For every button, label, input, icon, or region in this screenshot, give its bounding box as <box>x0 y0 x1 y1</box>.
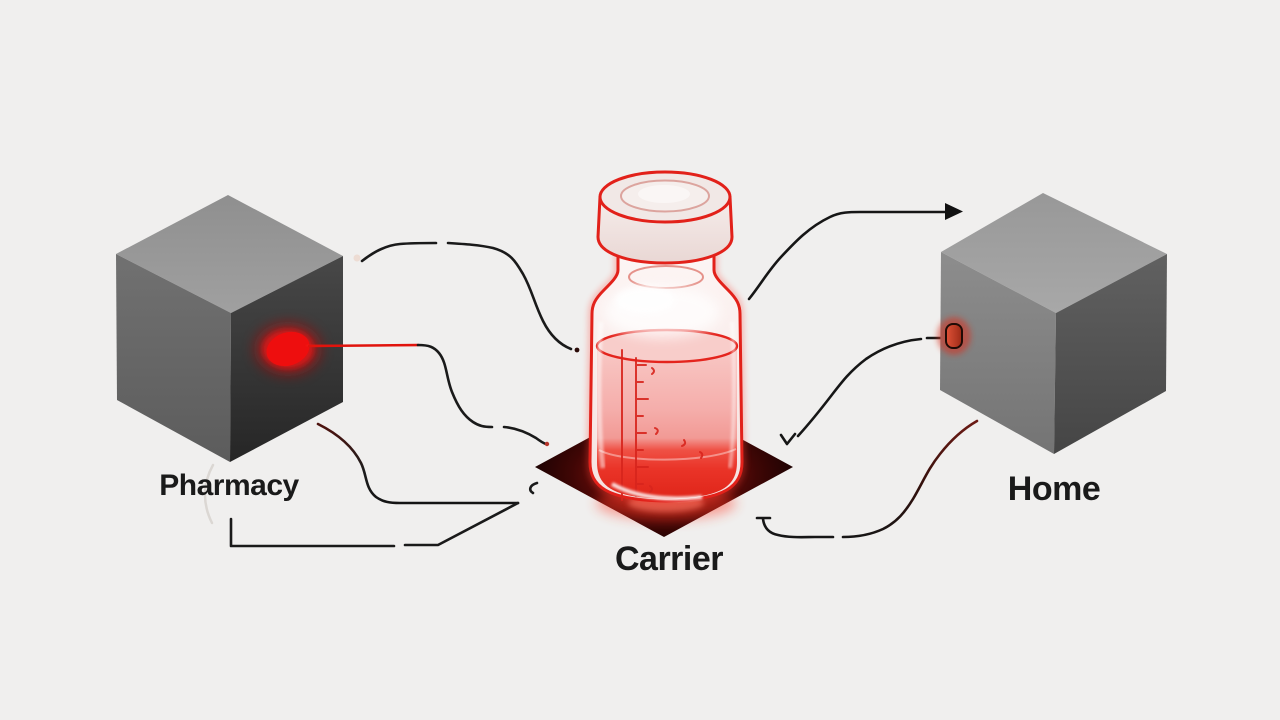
liquid-level-line <box>598 448 737 461</box>
connector-mid-segment-1 <box>416 343 494 429</box>
connector-bottom-curve <box>316 422 520 505</box>
connectors-left <box>229 241 580 548</box>
pharmacy-cube-left-face <box>116 254 231 462</box>
bottom-curve-segment-2 <box>841 419 979 539</box>
home-label: Home <box>1008 470 1100 508</box>
pharmacy-node: Pharmacy <box>116 195 343 502</box>
home-cube-left-face <box>940 252 1056 454</box>
cap-top-center <box>638 185 690 203</box>
red-dot-core <box>266 331 310 367</box>
red-button-core <box>945 323 963 349</box>
connector-mid-end-dot <box>544 441 550 447</box>
vial-cap <box>596 170 734 265</box>
glass-bottom-arc-highlight <box>611 482 703 501</box>
bottom-curve-segment-1 <box>761 517 835 539</box>
home-cube-right-face <box>1054 254 1167 454</box>
small-curl-mark <box>528 481 539 495</box>
checkmark-arrow-tip <box>779 432 797 446</box>
carrier-label: Carrier <box>615 540 723 578</box>
pharmacy-cube-top-face <box>116 195 343 313</box>
connector-top-end-dot <box>574 347 580 353</box>
connector-top-segment-2 <box>446 241 573 351</box>
home-cube-top-face <box>941 193 1167 313</box>
scale-ticks <box>635 364 649 485</box>
red-beam-line <box>307 343 420 348</box>
medicine-vial-icon <box>585 170 747 506</box>
glowing-red-dot-icon <box>254 322 322 376</box>
glass-highlight-small <box>615 286 675 314</box>
connector-bottom-return <box>229 517 396 548</box>
red-button-icon <box>937 317 971 355</box>
glass-right-streak <box>728 321 737 469</box>
arrowhead-icon <box>945 203 963 220</box>
connector-bottom-diagonal <box>403 501 520 547</box>
vial-graduation-scale <box>621 349 704 501</box>
arrow-to-home-shaft <box>747 210 948 301</box>
scale-squiggle-marks <box>649 367 704 493</box>
line-start-artifact-dot <box>353 254 361 262</box>
pharmacy-label: Pharmacy <box>159 469 299 502</box>
connector-mid-segment-2 <box>502 425 548 446</box>
connector-top-segment-1 <box>360 241 438 263</box>
home-to-carrier-curve <box>796 337 923 438</box>
home-node: Home <box>937 193 1167 508</box>
carrier-node: Carrier <box>535 170 793 578</box>
glass-left-streak <box>596 321 606 469</box>
faint-curve-artifact <box>203 463 215 525</box>
connectors-right <box>747 203 979 539</box>
vial-liquid <box>597 346 737 499</box>
